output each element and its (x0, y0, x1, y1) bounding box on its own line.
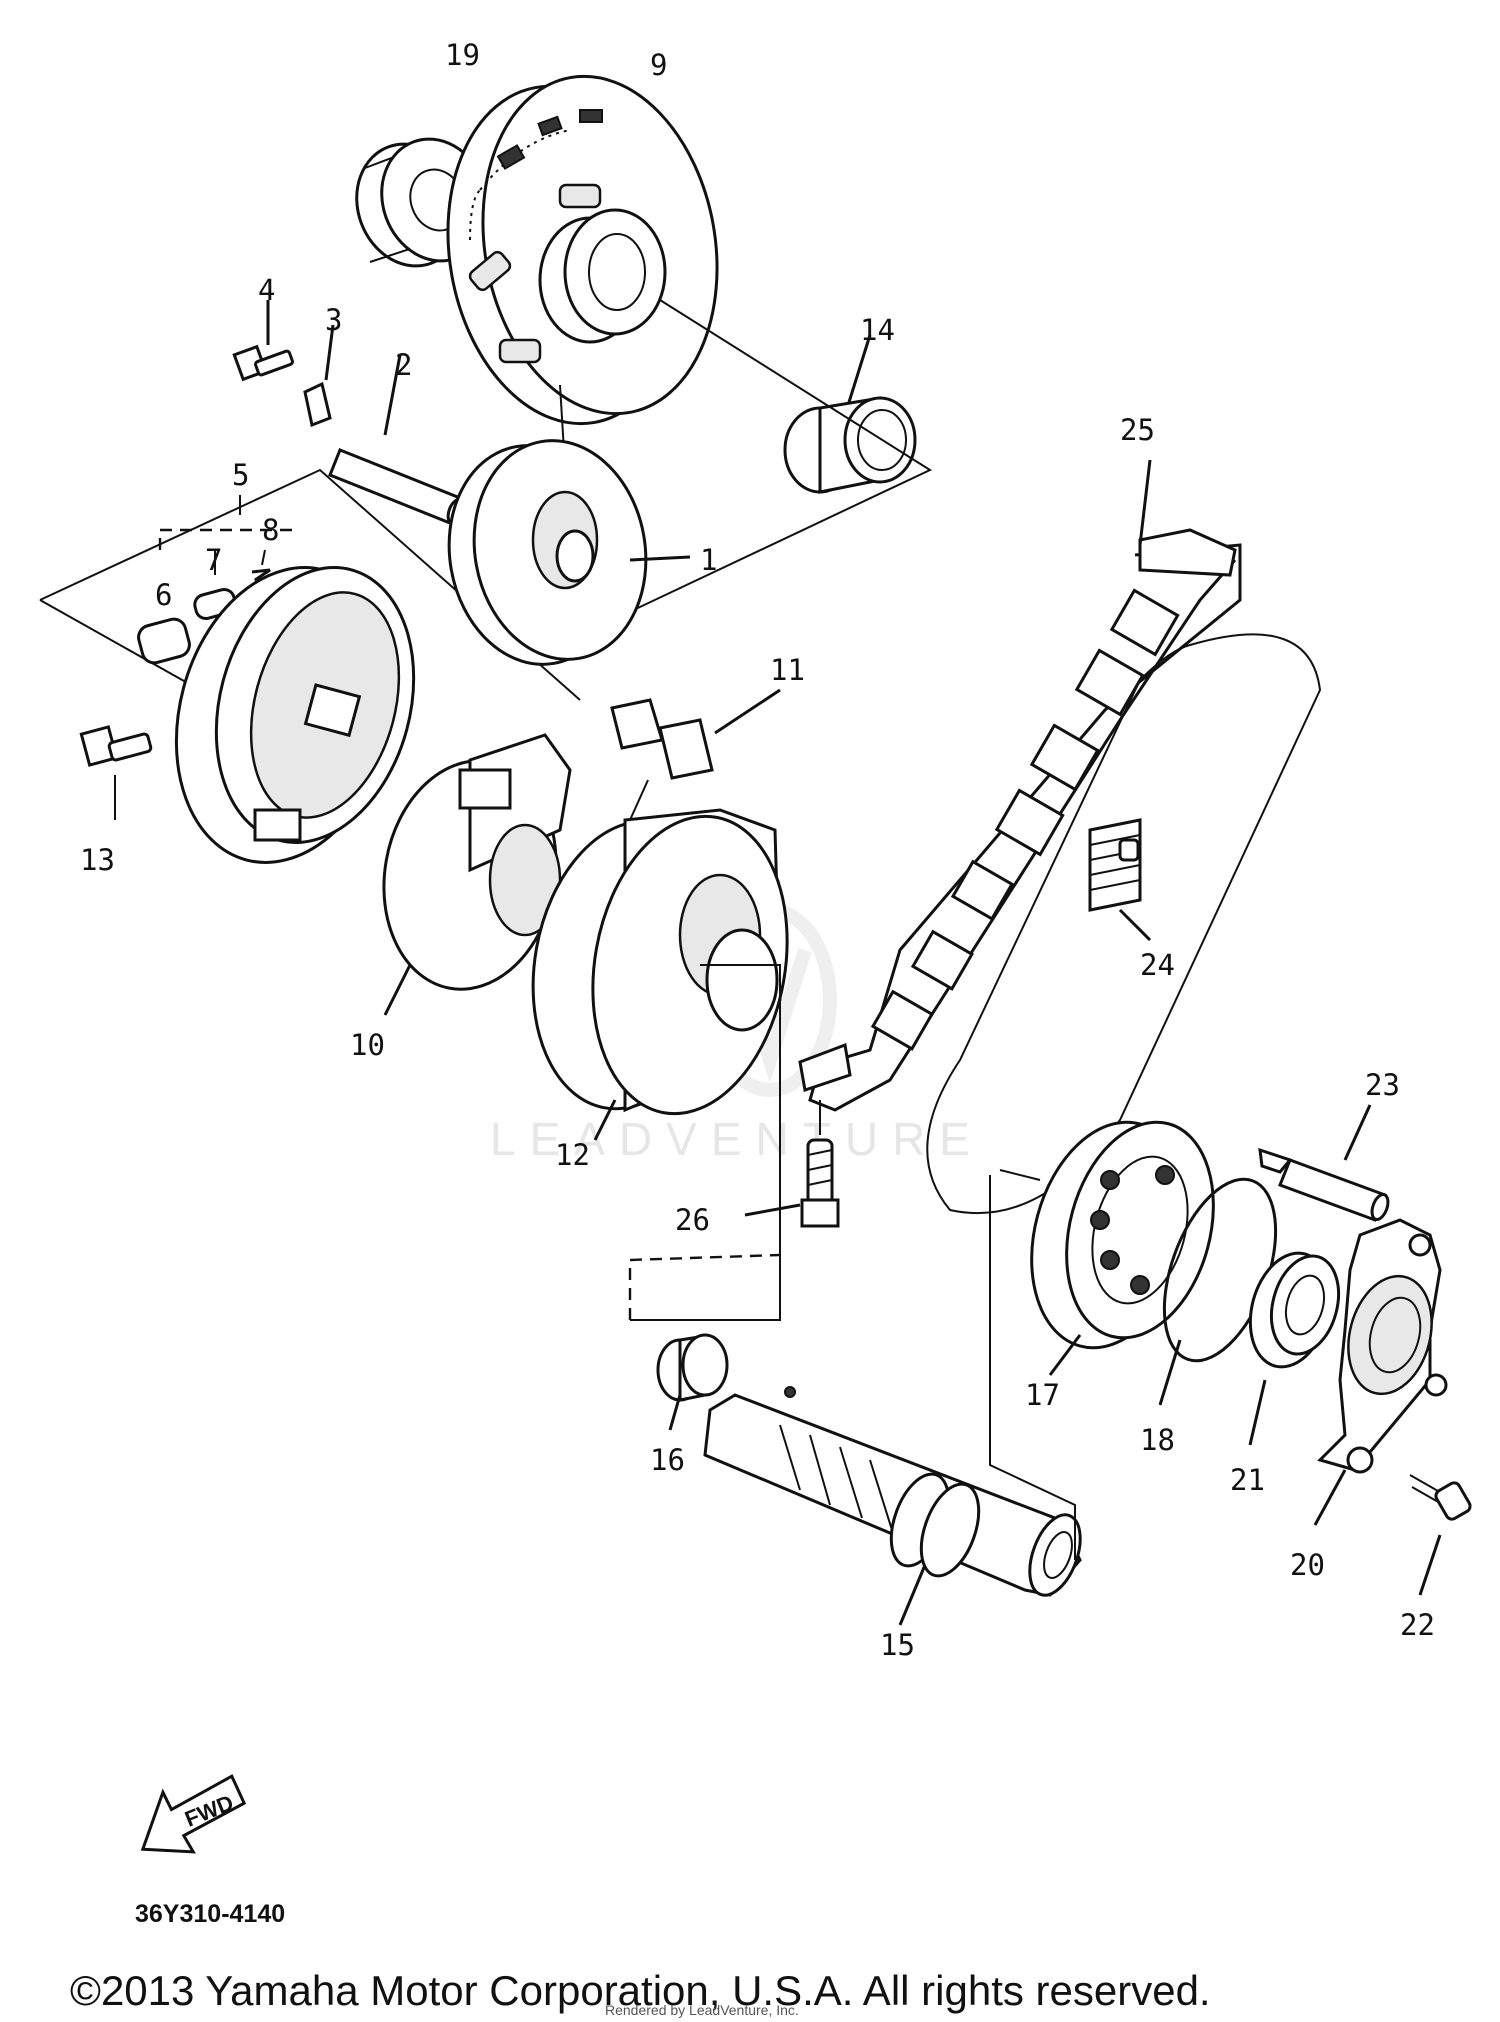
part-10-clutch-hub (382, 733, 572, 1016)
part-17-bearing (1030, 1120, 1215, 1376)
callout-16: 16 (650, 1443, 685, 1477)
part-5-roller-set (158, 495, 300, 550)
part-6-roller (137, 617, 191, 665)
callout-24: 24 (1140, 948, 1175, 982)
alignment-line (630, 964, 781, 1321)
drive-chain (926, 633, 1322, 1215)
callout-2: 2 (395, 348, 412, 382)
part-25-chain-guide (798, 459, 1242, 1112)
watermark-text: LEADVENTURE (490, 1113, 984, 1165)
part-23-pin (1258, 1104, 1390, 1222)
part-14-bush (783, 334, 917, 494)
part-12-starter-gear (531, 808, 789, 1141)
callout-8: 8 (262, 513, 279, 547)
callout-12: 12 (555, 1138, 590, 1172)
callout-18: 18 (1140, 1423, 1175, 1457)
callout-7: 7 (205, 543, 222, 577)
copyright-notice: ©2013 Yamaha Motor Corporation, U.S.A. A… (70, 1967, 1211, 2014)
clutch-outer-housing (174, 566, 416, 864)
part-9-gear-wheel (446, 74, 719, 426)
callout-23: 23 (1365, 1068, 1400, 1102)
part-21-oil-seal (1248, 1251, 1341, 1446)
callout-26: 26 (675, 1203, 710, 1237)
alignment-line (999, 1169, 1041, 1181)
forward-arrow-icon: FWD (140, 1774, 247, 1854)
alignment-line (989, 1175, 1076, 1560)
callout-14: 14 (860, 313, 895, 347)
callout-22: 22 (1400, 1608, 1435, 1642)
callout-4: 4 (258, 273, 275, 307)
callout-25: 25 (1120, 413, 1155, 447)
callout-15: 15 (880, 1628, 915, 1662)
callout-17: 17 (1025, 1378, 1060, 1412)
callout-1: 1 (700, 543, 717, 577)
alignment-line (569, 299, 933, 641)
part-15-shaft (703, 1386, 1082, 1626)
callout-5: 5 (232, 458, 249, 492)
callout-19: 19 (445, 38, 480, 72)
part-26-bolt (744, 1100, 840, 1228)
part-4-bolt (232, 300, 294, 382)
callout-numbers: 19 9 4 3 2 14 5 8 7 6 1 25 11 13 10 12 2… (80, 38, 1435, 1662)
alignment-line (39, 599, 201, 691)
part-22-screw (1409, 1474, 1472, 1596)
part-1-idle-gear (447, 439, 691, 666)
part-24-damper (1088, 818, 1152, 942)
part-20-housing (1313, 1218, 1448, 1526)
callout-21: 21 (1230, 1463, 1265, 1497)
diagram-part-code: 36Y310-4140 (135, 1900, 285, 1928)
part-11-block (610, 688, 781, 821)
render-credit: Rendered by LeadVenture, Inc. (605, 2002, 799, 2018)
callout-9: 9 (650, 48, 667, 82)
callout-20: 20 (1290, 1548, 1325, 1582)
callout-6: 6 (155, 578, 172, 612)
callout-10: 10 (350, 1028, 385, 1062)
callout-11: 11 (770, 653, 805, 687)
part-16-bush (656, 1333, 729, 1431)
callout-3: 3 (325, 303, 342, 337)
part-13-bolt (79, 725, 153, 820)
part-3-lock-plate (303, 324, 335, 428)
callout-13: 13 (80, 843, 115, 877)
alignment-line (628, 1253, 781, 1320)
